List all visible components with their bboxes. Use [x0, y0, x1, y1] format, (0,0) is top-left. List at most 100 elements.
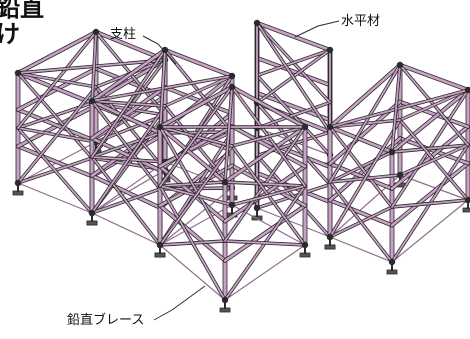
tower-front-left-joint-7: [92, 28, 100, 36]
tower-rear-right-joint-7: [396, 61, 404, 69]
tower-front-middle-brace-2-1b: [164, 75, 233, 107]
tower-front-middle-joint-7: [161, 46, 169, 54]
tower-front-right-brace-3-0b: [159, 145, 233, 246]
leader-vertical-brace: [153, 285, 206, 321]
tower-front-right-brace-2-0b: [231, 185, 306, 206]
tower-front-middle-plan-brace-b: [159, 49, 166, 134]
tower-rear-right-brace-2-0b: [399, 144, 469, 176]
tower-front-right-brace-0-0b: [159, 185, 226, 301]
tower-rear-right-brace-3-0b: [329, 119, 401, 238]
tower-rear-right-joint-1: [388, 258, 396, 266]
tower-rear-left-horizontal-2-2: [255, 21, 332, 52]
tower-front-middle-brace-3-0b: [91, 105, 166, 214]
tower-rear-right-plan-brace-a: [329, 89, 469, 128]
tower-front-right-horizontal-2-2: [230, 85, 307, 129]
tower-rear-right-brace-0-0b: [329, 181, 393, 263]
tower-front-left-plan-brace-b: [91, 31, 97, 104]
tower-front-middle-horizontal-1-0: [90, 137, 162, 172]
tower-front-right-ground-tie-3: [159, 204, 233, 246]
tower-front-left-brace-3-1b: [17, 31, 97, 129]
tower-rear-right-ground-tie-1: [391, 199, 469, 263]
tower-front-right-horizontal-1-3: [158, 125, 234, 168]
tower-rear-left-brace-2-0b: [256, 101, 331, 129]
tower-rear-left-ground-tie-0: [256, 207, 331, 238]
tower-rear-right-joint-3: [396, 171, 404, 179]
tower-front-middle-horizontal-0-0: [90, 174, 162, 209]
tower-front-right-joint-5: [221, 178, 229, 186]
tower-front-left-brace-3-0b: [17, 86, 97, 184]
rear-frame-members: [253, 19, 470, 266]
tower-front-left-joint-4: [14, 69, 22, 77]
tower-rear-left-joint-7: [253, 19, 261, 27]
tower-rear-right-brace-3-1b: [329, 64, 401, 183]
tower-front-right-horizontal-2-1: [223, 125, 307, 184]
tower-front-left-ground-tie-0: [17, 182, 93, 214]
tower-rear-right-horizontal-0-0: [328, 199, 394, 227]
tower-front-middle-joint-4: [88, 97, 96, 105]
tower-rear-right-brace-1-0b: [391, 199, 469, 208]
tower-rear-right-horizontal-2-2: [398, 63, 470, 92]
tower-front-right-brace-1-0b: [224, 240, 306, 246]
tower-front-middle-joint-0: [88, 209, 96, 217]
tower-front-right-joint-1: [221, 296, 229, 304]
tower-front-right-ground-tie-0: [159, 244, 226, 301]
tower-rear-right-horizontal-2-3: [328, 63, 402, 129]
tower-front-right-horizontal-0-3: [158, 164, 234, 207]
tower-front-left-horizontal-2-3: [16, 30, 98, 75]
tower-front-left-horizontal-2-2: [94, 30, 167, 62]
tower-front-middle-horizontal-2-2: [163, 48, 234, 78]
page-heading-line-2: け: [0, 20, 20, 48]
tower-front-middle-brace-0-0b: [91, 156, 161, 246]
tower-rear-left-brace-0-0b: [256, 154, 331, 238]
tower-front-right-horizontal-2-3: [158, 85, 234, 129]
tower-rear-right-brace-0-1b: [329, 126, 393, 208]
tower-front-right-horizontal-1-1: [223, 165, 307, 223]
tower-front-middle-ground-tie-1: [159, 187, 233, 246]
tower-front-right-joint-7: [228, 83, 236, 91]
tower-front-right-brace-3-1b: [159, 86, 233, 187]
leader-lines: [142, 20, 340, 321]
tower-front-middle-ground-tie-3: [91, 161, 166, 214]
leader-post: [142, 35, 177, 65]
tower-front-middle-brace-0-1b: [91, 100, 161, 190]
tower-rear-left-joint-0: [253, 204, 261, 212]
tower-front-middle-horizontal-2-1: [158, 74, 234, 135]
tower-front-right-joint-3: [228, 201, 236, 209]
tower-front-right-joint-2: [301, 241, 309, 249]
leader-horizontal-member: [294, 20, 340, 38]
tower-front-left-brace-0-1b: [17, 72, 93, 159]
tower-rear-left-brace-2-1b: [256, 49, 331, 77]
tower-front-right-horizontal-0-1: [223, 204, 307, 262]
tower-rear-right-joint-0: [326, 233, 334, 241]
tower-front-middle-horizontal-2-3: [90, 48, 167, 103]
tower-rear-left-horizontal-1-2: [255, 56, 332, 87]
tower-front-middle-ground-tie-0: [91, 212, 161, 246]
tower-rear-left-horizontal-1-0: [255, 136, 332, 169]
tower-rear-right-horizontal-0-2: [398, 137, 470, 165]
tower-rear-right-brace-1-1b: [391, 144, 469, 153]
tower-front-middle-horizontal-1-3: [90, 86, 167, 140]
tower-rear-left-joint-6: [326, 46, 334, 54]
tower-rear-right-plan-brace-b: [391, 64, 401, 153]
tower-front-left-brace-0-0b: [17, 127, 93, 214]
tower-front-right-joint-4: [156, 123, 164, 131]
front-frame-members: [156, 83, 309, 304]
tower-rear-right-horizontal-2-1: [390, 88, 470, 154]
tower-front-right-brace-1-1b: [224, 181, 306, 187]
label-horizontal-member: 水平材: [341, 14, 381, 29]
tower-front-right-ground-tie-1: [224, 244, 306, 301]
tower-rear-right-joint-2: [464, 196, 470, 204]
tower-front-middle-brace-3-1b: [91, 49, 166, 158]
tower-front-right-joint-6: [301, 123, 309, 131]
tower-front-right-plan-brace-b: [224, 86, 233, 183]
tower-front-middle-joint-6: [228, 72, 236, 80]
tower-front-left-brace-2-0b: [95, 114, 166, 143]
tower-front-right-joint-0: [156, 241, 164, 249]
page-heading-line-1: 鉛直: [0, 0, 44, 22]
tower-rear-right-joint-5: [388, 148, 396, 156]
tower-front-left-joint-0: [14, 179, 22, 187]
tower-rear-right-ground-tie-0: [329, 236, 393, 263]
tower-front-left-horizontal-0-0: [16, 145, 94, 178]
